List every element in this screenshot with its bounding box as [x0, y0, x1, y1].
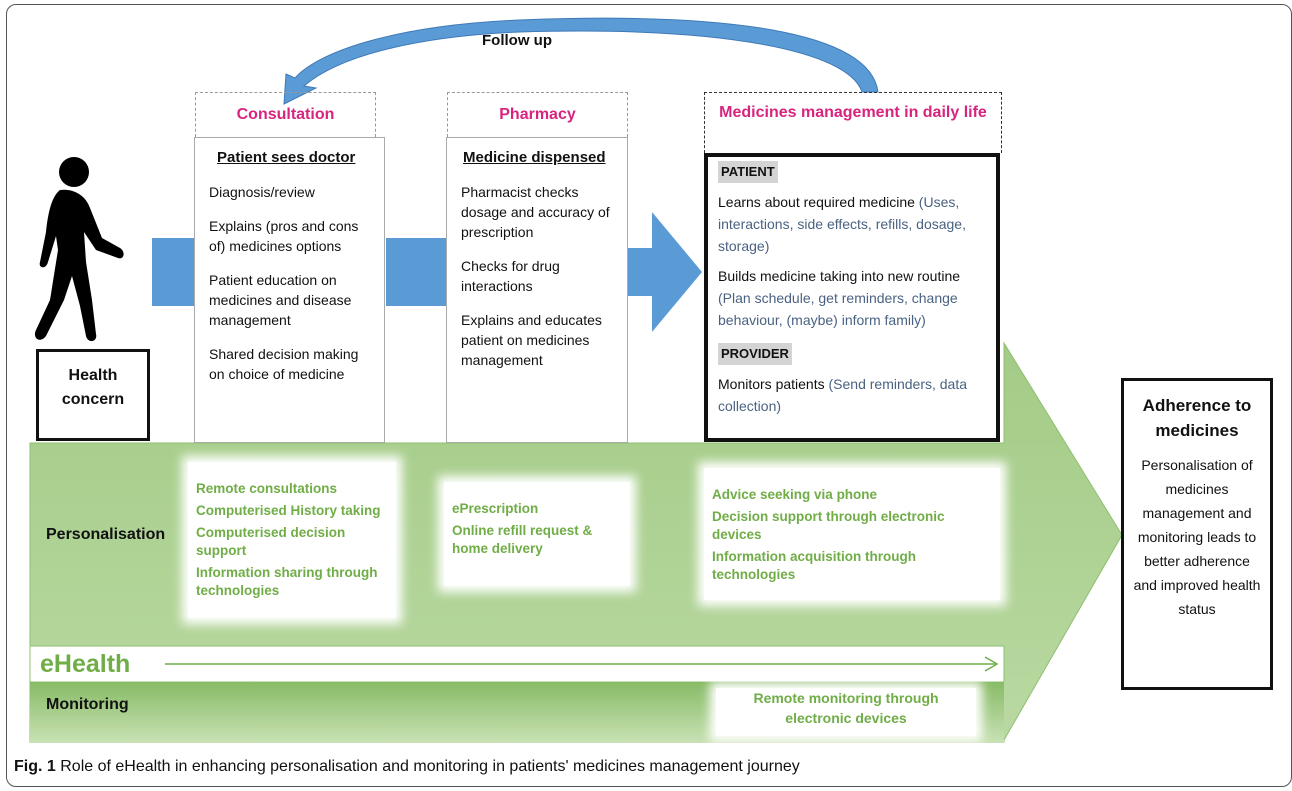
follow-up-label: Follow up: [482, 32, 552, 49]
personalisation-item: Computerised decision support: [196, 525, 346, 558]
stage-title-pharmacy: Pharmacy: [447, 92, 628, 137]
pharmacy-item: Pharmacist checks dosage and accuracy of…: [461, 184, 610, 240]
follow-up-arrow: [283, 17, 879, 105]
pharmacy-item: Checks for drug interactions: [461, 258, 560, 294]
patient-item-detail: (Uses, interactions, side effects, refil…: [718, 194, 966, 254]
personalisation-item: Advice seeking via phone: [712, 487, 878, 502]
provider-item: Monitors patients (Send reminders, data …: [718, 373, 986, 417]
ehealth-label: eHealth: [40, 650, 131, 678]
pharmacy-column: Medicine dispensed Pharmacist checks dos…: [446, 137, 628, 443]
person-walking-icon: [34, 157, 124, 342]
personalisation-item: ePrescription: [452, 501, 539, 516]
consultation-item: Shared decision making on choice of medi…: [209, 346, 359, 382]
consultation-heading: Patient sees doctor: [217, 149, 356, 166]
health-concern-box: Health concern: [36, 349, 150, 441]
figure-caption: Fig. 1 Role of eHealth in enhancing pers…: [14, 758, 800, 776]
personalisation-item: Information acquisition through technolo…: [712, 549, 916, 582]
personalisation-item: Online refill request & home delivery: [452, 523, 593, 556]
provider-role-label: PROVIDER: [718, 343, 792, 365]
pharmacy-item: Explains and educates patient on medicin…: [461, 312, 602, 368]
caption-label: Fig. 1: [14, 758, 56, 775]
health-concern-label: Health concern: [61, 367, 125, 408]
pharmacy-heading: Medicine dispensed: [463, 149, 606, 166]
monitoring-item: Remote monitoring through electronic dev…: [753, 690, 939, 726]
patient-item: Builds medicine taking into new routine …: [718, 265, 986, 331]
monitoring-daily-life-box: Remote monitoring through electronic dev…: [716, 688, 976, 736]
personalisation-label: Personalisation: [46, 526, 166, 543]
adherence-title: Adherence to medicines: [1142, 396, 1252, 440]
personalisation-consultation-box: Remote consultations Computerised Histor…: [188, 462, 396, 618]
consultation-title: Consultation: [236, 106, 335, 123]
provider-item-detail: (Send reminders, data collection): [718, 376, 968, 414]
connector-block-2: [386, 238, 446, 306]
connector-arrow: [596, 212, 702, 332]
patient-item-detail: (Plan schedule, get reminders, change be…: [718, 290, 958, 328]
caption-text: Role of eHealth in enhancing personalisa…: [60, 758, 800, 775]
pharmacy-title: Pharmacy: [499, 106, 576, 123]
patient-item-main: Learns about required medicine: [718, 194, 915, 210]
consultation-item: Diagnosis/review: [209, 184, 315, 200]
consultation-item: Patient education on medicines and disea…: [209, 272, 352, 328]
provider-item-main: Monitors patients: [718, 376, 825, 392]
personalisation-daily-life-box: Advice seeking via phone Decision suppor…: [704, 468, 1000, 600]
consultation-item: Explains (pros and cons of) medicines op…: [209, 218, 359, 254]
personalisation-item: Information sharing through technologies: [196, 565, 378, 598]
adherence-description: Personalisation of medicines management …: [1133, 457, 1261, 617]
stage-title-daily-life: Medicines management in daily life: [704, 92, 1002, 153]
daily-life-title: Medicines management in daily life: [719, 104, 987, 121]
adherence-box: Adherence to medicines Personalisation o…: [1121, 378, 1273, 690]
stage-title-consultation: Consultation: [195, 92, 376, 137]
personalisation-item: Remote consultations: [196, 481, 338, 496]
monitoring-label: Monitoring: [46, 696, 129, 713]
connector-block-1: [152, 238, 194, 306]
patient-role-label: PATIENT: [718, 161, 778, 183]
personalisation-pharmacy-box: ePrescription Online refill request & ho…: [444, 482, 630, 586]
patient-item-main: Builds medicine taking into new routine: [718, 268, 961, 284]
daily-life-box: PATIENT Learns about required medicine (…: [704, 153, 1000, 442]
consultation-column: Patient sees doctor Diagnosis/review Exp…: [194, 137, 385, 443]
personalisation-item: Decision support through electronic devi…: [712, 509, 945, 542]
personalisation-item: Computerised History taking: [196, 503, 381, 518]
patient-item: Learns about required medicine (Uses, in…: [718, 191, 986, 257]
